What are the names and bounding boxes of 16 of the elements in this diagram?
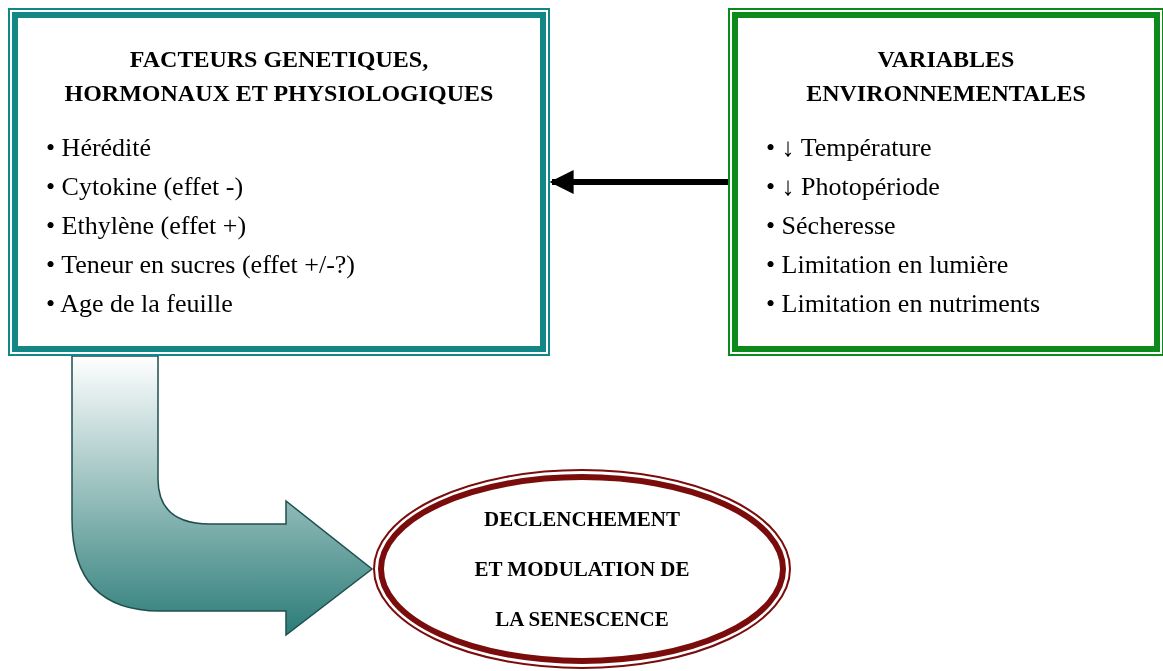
list-item: • Ethylène (effet +) <box>46 210 248 242</box>
list-item: • Sécheresse <box>766 210 897 242</box>
list-item: • ↓ Photopériode <box>766 171 941 203</box>
box-heading: FACTEURS GENETIQUES, HORMONAUX ET PHYSIOLOGIQUES <box>63 45 495 108</box>
arrow <box>549 170 728 194</box>
list-item: • Teneur en sucres (effet +/-?) <box>46 249 356 281</box>
block-arrow <box>71 355 373 636</box>
ellipse-label: DECLENCHEMENT ET MODULATION DE LA SENESCENCE <box>474 506 690 633</box>
list-item: • ↓ Température <box>766 132 933 164</box>
box-heading: VARIABLES ENVIRONNEMENTALES <box>805 45 1087 108</box>
list-item: • Limitation en nutriments <box>766 288 1042 320</box>
ellipse-node <box>372 468 792 670</box>
list-item: • Cytokine (effet -) <box>46 171 245 203</box>
list-item: • Hérédité <box>46 132 153 164</box>
list-item: • Age de la feuille <box>46 288 234 320</box>
list-item: • Limitation en lumière <box>766 249 1010 281</box>
